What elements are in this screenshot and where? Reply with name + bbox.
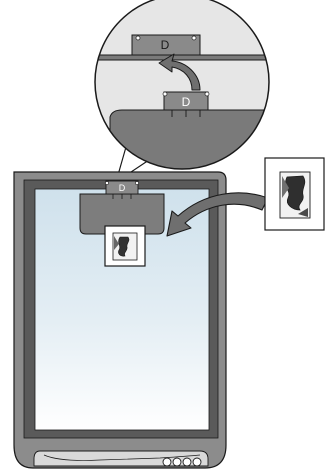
holder-pin — [135, 181, 139, 185]
holder-tab-label: D — [119, 183, 126, 193]
curved-arrow-icon — [166, 192, 269, 237]
circle-button-icon[interactable] — [182, 457, 192, 467]
circle-button-icon[interactable] — [162, 457, 172, 467]
zoom-detail: D D — [94, 0, 270, 170]
circle-button-icon[interactable] — [192, 457, 202, 467]
film-holder: D — [79, 180, 165, 235]
curved-arrow-icon — [158, 53, 201, 91]
zoom-circle-outline — [94, 0, 270, 170]
zoom-top-label: D — [161, 38, 170, 52]
film-slide-icon — [285, 175, 306, 211]
scanner-front-panel — [33, 450, 209, 467]
film-slide-icon — [104, 225, 146, 267]
holder-plate — [79, 193, 165, 235]
scanner-front-trim — [43, 454, 201, 461]
loose-film-slide[interactable] — [264, 157, 325, 231]
circle-button-icon[interactable] — [172, 457, 182, 467]
holder-pin — [105, 181, 109, 185]
zoom-holder-label: D — [182, 95, 191, 109]
